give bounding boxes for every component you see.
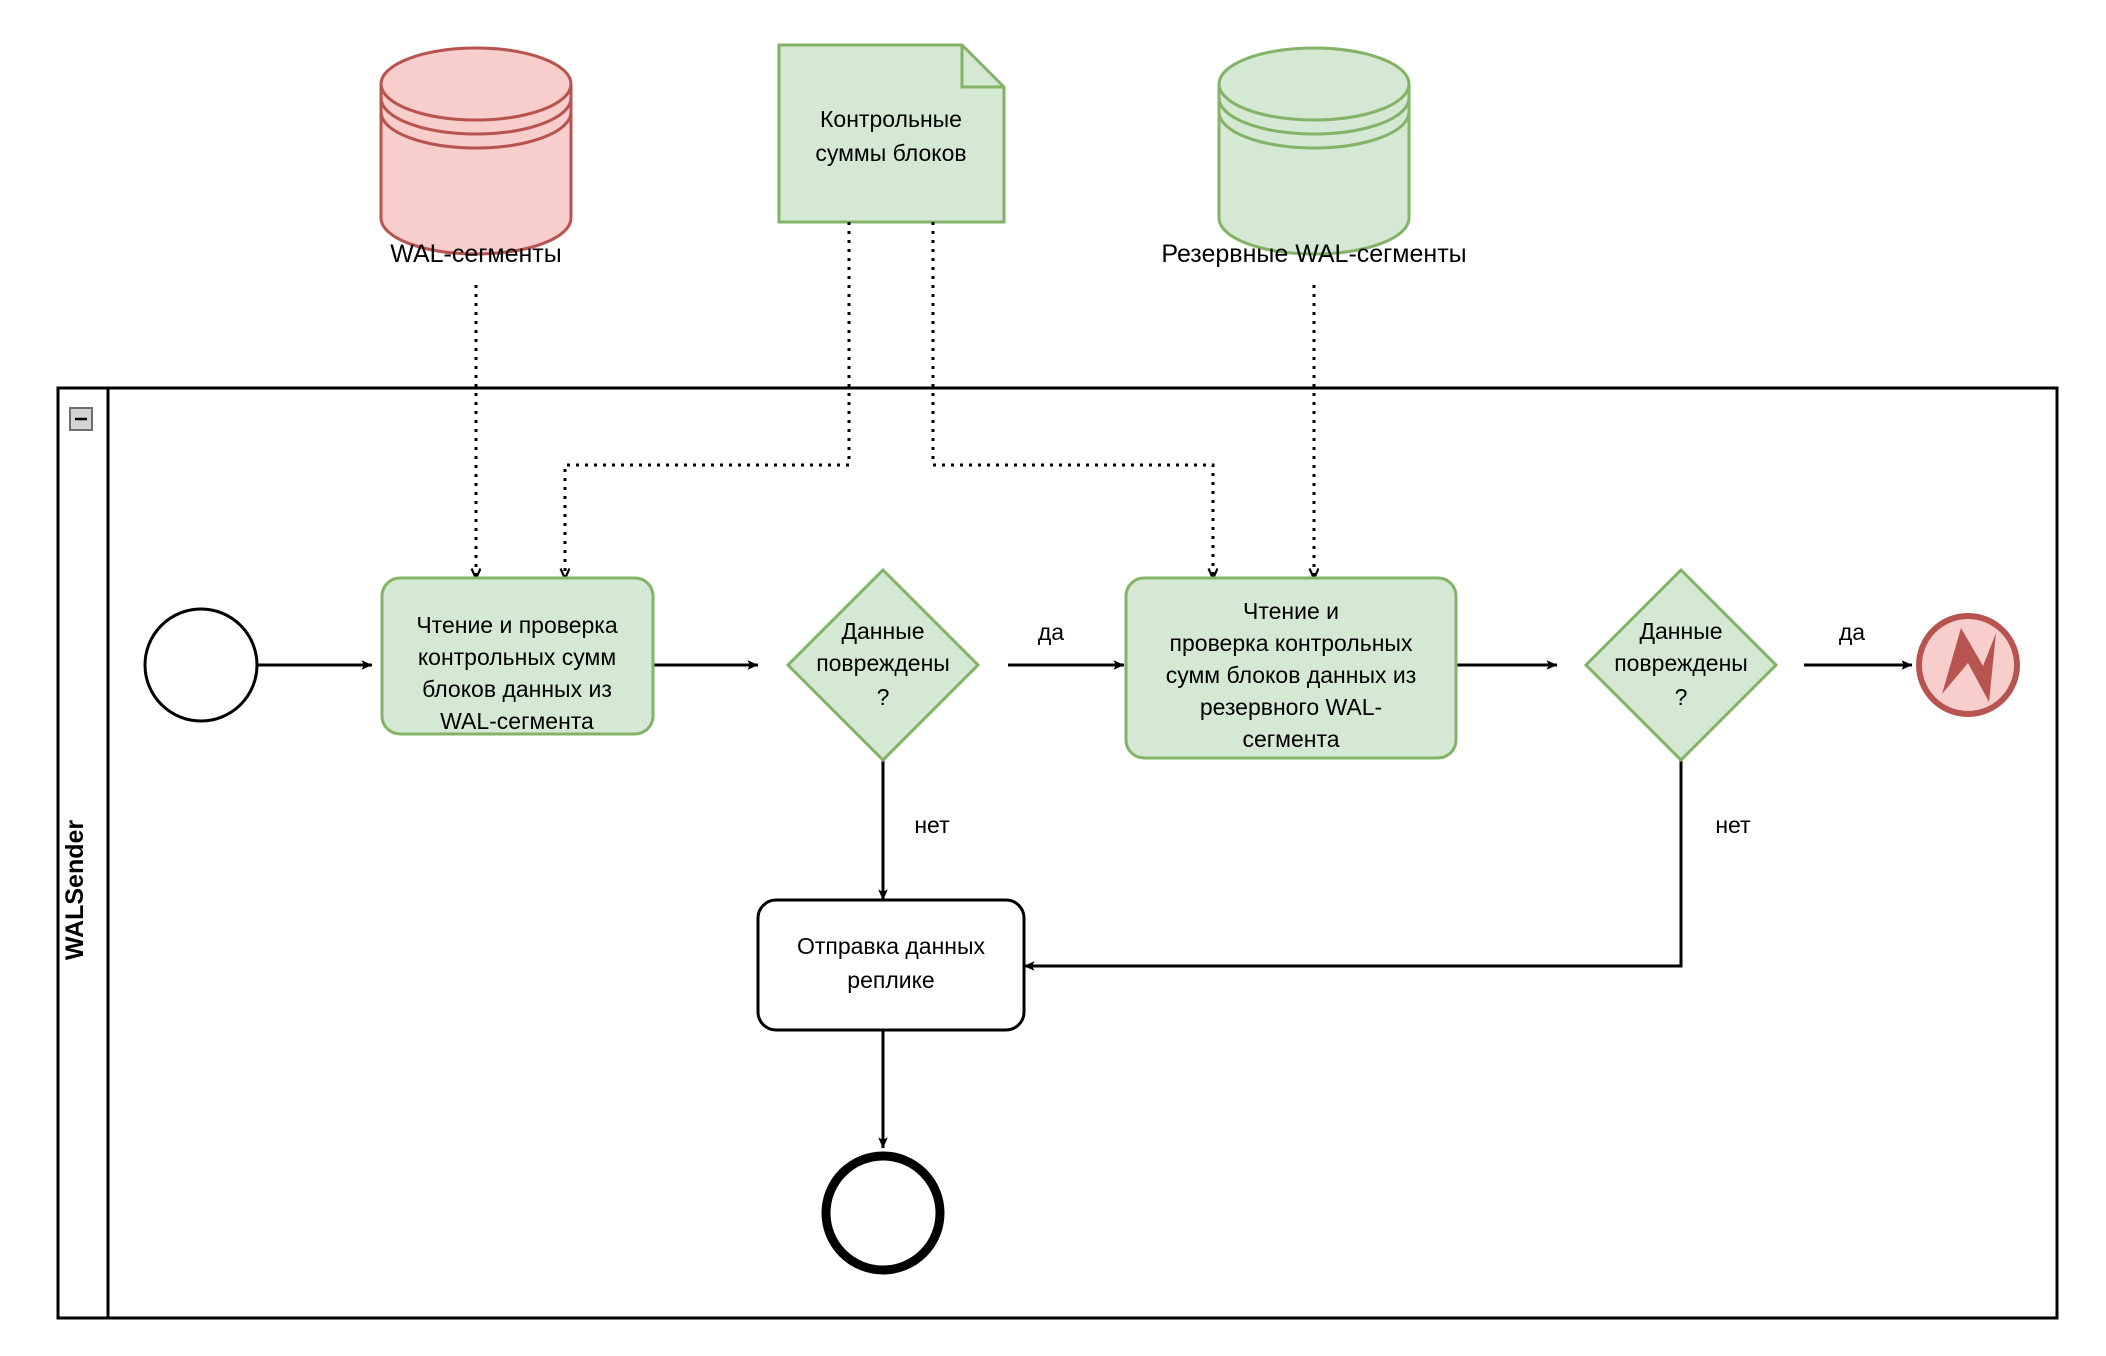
task-label-line-1: Чтение и проверка [416, 612, 618, 638]
task-label-line-1: Чтение и [1243, 598, 1339, 624]
task-label-line-2: проверка контрольных [1170, 630, 1413, 656]
cylinder-ring-3 [379, 111, 573, 150]
end-event-circle [821, 1151, 945, 1275]
data-store-backup-wal-segments-label: Резервные WAL-сегменты [1161, 240, 1466, 268]
cylinder-ring-2 [1217, 97, 1411, 136]
start-event[interactable] [143, 607, 259, 723]
cylinder-body [1217, 46, 1411, 256]
cylinder-ring-1 [1217, 83, 1411, 122]
note-body [777, 43, 1006, 224]
flow-label-yes-1: да [1038, 619, 1064, 645]
data-object-label-line1: Контрольные [820, 106, 962, 132]
note-folded-corner-icon [960, 45, 1004, 89]
task-label-line-2: контрольных сумм [418, 644, 616, 670]
task-label-line-4: резервного WAL- [1200, 694, 1382, 720]
cylinder-ring-2 [379, 97, 573, 136]
gateway-label-line-2: повреждены [816, 650, 950, 676]
pool-walsender[interactable]: WALSender [56, 386, 2059, 1320]
gateway-label-line-2: повреждены [1614, 650, 1748, 676]
task-box [756, 898, 1026, 1032]
gateway-label-line-3: ? [1675, 684, 1688, 710]
gateway-diamond [1583, 567, 1779, 763]
flow-gateway2-no-to-send-task [1023, 760, 1683, 971]
task-label-line-2: реплике [847, 967, 934, 993]
data-object-label-line2: суммы блоков [815, 140, 966, 166]
gateway-label-line-1: Данные [1639, 618, 1722, 644]
task-label-line-3: сумм блоков данных из [1166, 662, 1417, 688]
gateway-diamond [785, 567, 981, 763]
task-label-line-1: Отправка данных [797, 933, 986, 959]
pool-header-band [56, 386, 110, 1320]
data-store-backup-wal-segments[interactable]: Резервные WAL-сегменты [1161, 46, 1467, 268]
task-box [1124, 576, 1458, 760]
gateway-label-line-1: Данные [841, 618, 924, 644]
pool-boundary [56, 386, 2059, 1320]
error-end-event[interactable] [1916, 613, 2020, 717]
task-label-line-4: WAL-сегмента [440, 708, 594, 734]
data-store-wal-segments[interactable]: WAL-сегменты [379, 46, 573, 268]
data-object-block-checksums[interactable]: Контрольные суммы блоков [777, 43, 1006, 224]
gateway-data-corrupted-2[interactable]: Данные повреждены ? [1583, 567, 1779, 763]
cylinder-body [379, 46, 573, 256]
error-event-circle [1916, 613, 2020, 717]
start-event-circle [143, 607, 259, 723]
task-send-data-to-replica[interactable]: Отправка данных реплике [756, 898, 1026, 1032]
flow-label-yes-2: да [1839, 619, 1865, 645]
flow-label-no-2: нет [1715, 812, 1751, 838]
gateway-label-line-3: ? [877, 684, 890, 710]
task-box [380, 576, 655, 736]
data-store-wal-segments-label: WAL-сегменты [390, 240, 561, 268]
task-read-check-backup-wal[interactable]: Чтение и проверка контрольных сумм блоко… [1124, 576, 1458, 760]
lightning-bolt-icon [1942, 628, 1996, 702]
cylinder-ring-1 [379, 83, 573, 122]
cylinder-ring-3 [1217, 111, 1411, 150]
flow-label-no-1: нет [914, 812, 950, 838]
pool-collapse-button[interactable] [69, 407, 93, 431]
task-read-check-wal[interactable]: Чтение и проверка контрольных сумм блоко… [380, 576, 655, 736]
task-label-line-3: блоков данных из [422, 676, 612, 702]
end-event[interactable] [821, 1151, 945, 1275]
gateway-data-corrupted-1[interactable]: Данные повреждены ? [785, 567, 981, 763]
task-label-line-5: сегмента [1242, 726, 1339, 752]
pool-label: WALSender [61, 820, 89, 961]
